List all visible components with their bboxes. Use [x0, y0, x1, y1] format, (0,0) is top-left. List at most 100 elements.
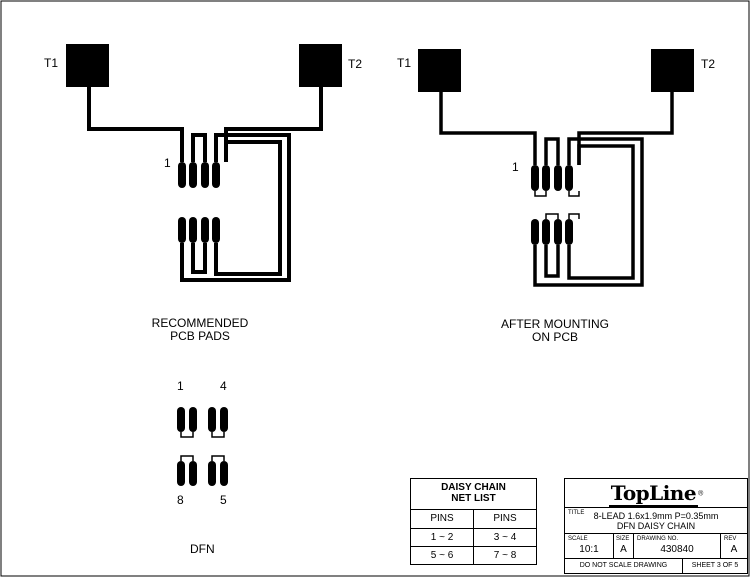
dfn-pin5-label: 5: [220, 493, 227, 507]
pcb-pad: [212, 217, 220, 243]
sheet-number: SHEET 3 OF 5: [691, 562, 739, 569]
trace: [180, 133, 291, 282]
net-list-cell: 5 ~ 6: [411, 546, 474, 564]
trace: [191, 133, 207, 162]
net-list-title-line: DAISY CHAIN: [441, 482, 506, 493]
dfn-pin8-label: 8: [177, 493, 184, 507]
pcb-pad: [212, 162, 220, 188]
t1-pad-left: [66, 44, 109, 87]
dfn-link: [211, 455, 225, 461]
pcb-pad: [178, 217, 186, 243]
chip-link: [568, 191, 580, 197]
net-list-title: DAISY CHAIN NET LIST: [411, 482, 536, 504]
net-list-cell: 3 ~ 4: [474, 528, 536, 546]
pcb-pad: [201, 217, 209, 243]
dfn-caption: DFN: [190, 542, 215, 556]
pcb-pad: [554, 219, 562, 245]
drawing-no-value: 430840: [660, 544, 694, 555]
drawing-title-line: 8-LEAD 1.6x1.9mm P=0.35mm: [593, 511, 719, 521]
caption-line: AFTER MOUNTING: [501, 317, 609, 331]
dfn-pad: [189, 407, 197, 432]
trace: [544, 245, 560, 278]
trace: [214, 140, 282, 276]
pcb-pad: [189, 217, 197, 243]
trace: [224, 87, 323, 162]
caption-recommended-pcb-pads: RECOMMENDED PCB PADS: [130, 317, 270, 343]
pcb-pad: [201, 162, 209, 188]
t1-pad-right: [418, 49, 461, 92]
trace: [439, 92, 537, 165]
trace: [544, 137, 560, 165]
size-cell: SIZE A: [614, 534, 634, 559]
trace: [87, 87, 184, 162]
trace: [533, 137, 644, 287]
caption-after-mounting: AFTER MOUNTING ON PCB: [480, 318, 630, 344]
dfn-pad: [177, 461, 185, 486]
net-list-cell: 7 ~ 8: [474, 546, 536, 564]
t2-pad-right: [651, 49, 694, 92]
pcb-pad: [554, 165, 562, 191]
dfn-pad: [177, 407, 185, 432]
dfn-pin4-label: 4: [220, 379, 227, 393]
pin1-label-left: 1: [164, 156, 171, 170]
pin1-label-right: 1: [512, 160, 519, 174]
rev-value: A: [730, 544, 738, 555]
dfn-link: [180, 455, 194, 461]
trace: [577, 92, 674, 165]
scale-cell: SCALE 10:1: [565, 534, 614, 559]
caption-line: PCB PADS: [170, 329, 230, 343]
net-list-table: DAISY CHAIN NET LIST PINS PINS 1 ~ 2 3 ~…: [410, 478, 537, 565]
right-diagram: [418, 49, 694, 287]
left-diagram: [66, 44, 342, 282]
dfn-pad: [208, 407, 216, 432]
net-list-header: PINS: [411, 509, 474, 528]
pcb-pad: [189, 162, 197, 188]
pcb-pad: [565, 219, 573, 245]
net-list-header: PINS: [474, 509, 536, 528]
logo-cell: TopLine®: [565, 479, 747, 508]
t2-pad-left: [299, 44, 342, 87]
drawing-no-label: DRAWING NO.: [637, 536, 679, 542]
size-label: SIZE: [616, 536, 630, 542]
chip-link: [534, 191, 547, 197]
net-list-cell: 1 ~ 2: [411, 528, 474, 546]
registered-mark: ®: [698, 490, 704, 498]
trace: [567, 144, 635, 280]
dfn-link: [180, 432, 194, 438]
chip-link: [545, 213, 559, 219]
title-block: TopLine® TITLE 8-LEAD 1.6x1.9mm P=0.35mm…: [564, 478, 748, 574]
dfn-pad: [189, 461, 197, 486]
t1-label-left: T1: [44, 56, 59, 70]
t2-label-left: T2: [348, 57, 363, 71]
do-not-scale-note: DO NOT SCALE DRAWING: [565, 559, 683, 573]
pcb-pad: [531, 165, 539, 191]
drawing-no-cell: DRAWING NO. 430840: [634, 534, 721, 559]
rev-label: REV: [724, 536, 737, 542]
dfn-pin1-label: 1: [177, 379, 184, 393]
pcb-pad: [542, 165, 550, 191]
size-value: A: [620, 544, 627, 555]
drawing-title-line: DFN DAISY CHAIN: [616, 521, 696, 531]
trace: [191, 243, 207, 274]
pcb-pad: [565, 165, 573, 191]
dfn-pad: [220, 407, 228, 432]
dfn-pad: [208, 461, 216, 486]
title-label: TITLE: [568, 510, 585, 516]
pcb-pad: [178, 162, 186, 188]
rev-cell: REV A: [721, 534, 747, 559]
t1-label-right: T1: [397, 56, 412, 70]
dfn-pad: [220, 461, 228, 486]
dfn-link: [211, 432, 225, 438]
title-cell: TITLE 8-LEAD 1.6x1.9mm P=0.35mm DFN DAIS…: [565, 508, 747, 534]
pcb-pad: [531, 219, 539, 245]
chip-link: [568, 213, 580, 219]
pcb-pad: [542, 219, 550, 245]
scale-label: SCALE: [568, 536, 588, 542]
dfn-package: [177, 407, 228, 486]
net-list-title-line: NET LIST: [451, 493, 496, 504]
caption-line: ON PCB: [531, 330, 578, 344]
topline-logo: TopLine: [608, 481, 699, 507]
caption-line: RECOMMENDED: [151, 316, 249, 330]
